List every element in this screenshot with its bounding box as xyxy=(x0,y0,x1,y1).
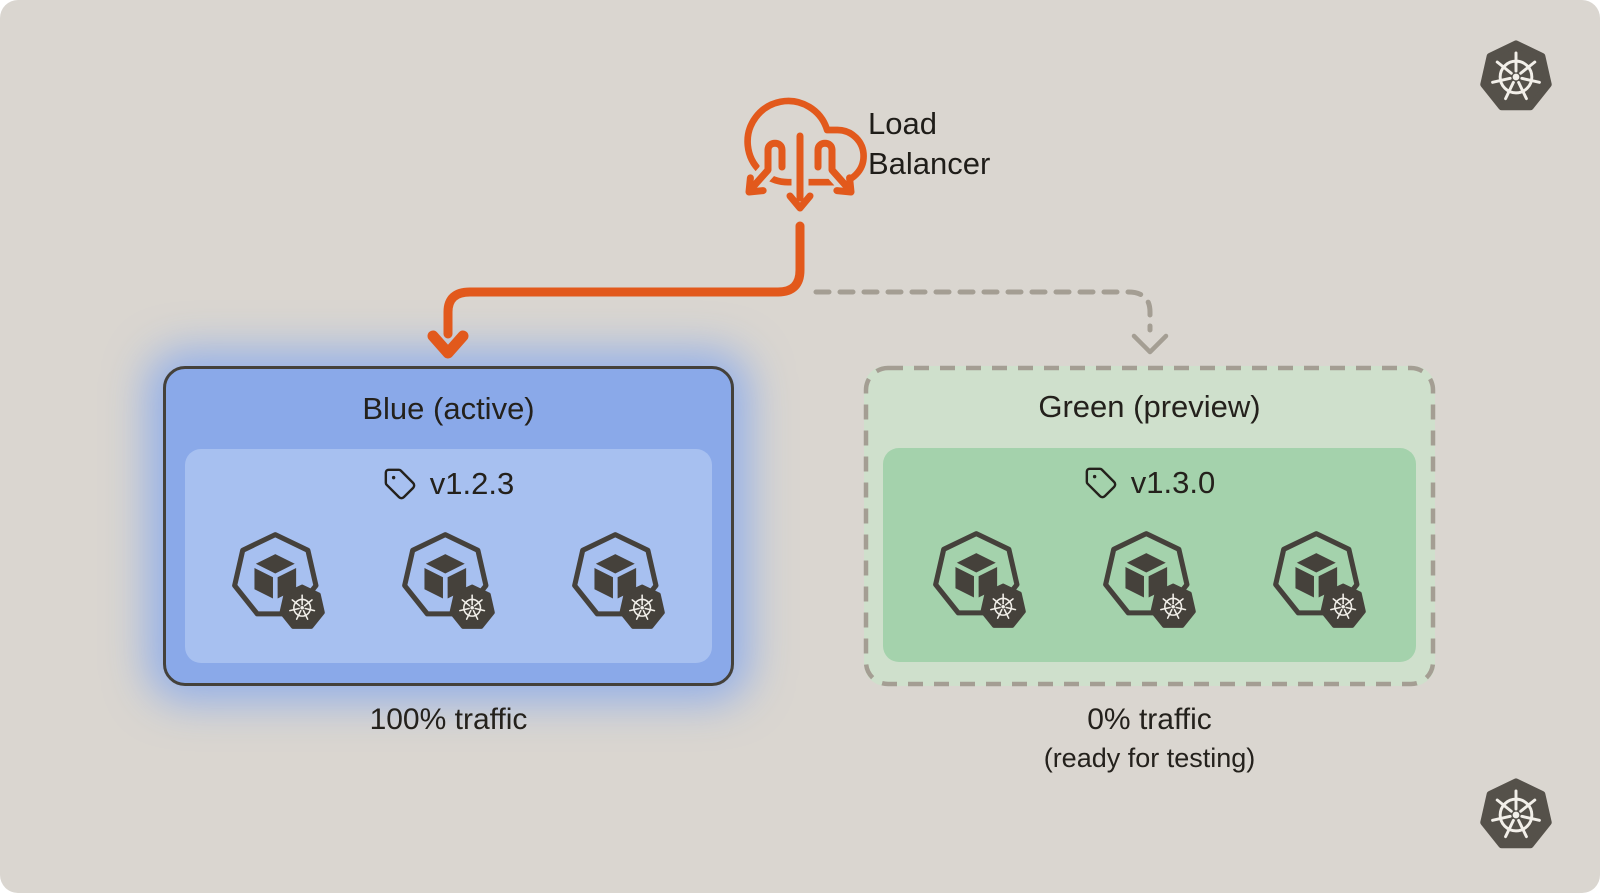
green-pod-row xyxy=(883,527,1416,631)
kubernetes-wheel-icon xyxy=(1478,777,1554,853)
green-environment-title: Green (preview) xyxy=(1038,389,1261,424)
blue-pods-panel: v1.2.3 xyxy=(185,449,712,663)
green-environment-box: Green (preview) v1.3.0 xyxy=(864,366,1435,686)
load-balancer-cloud-icon xyxy=(744,97,867,212)
blue-version-label: v1.2.3 xyxy=(429,466,515,501)
green-traffic-label: 0% traffic xyxy=(1087,703,1212,736)
arrow-to-green xyxy=(813,289,1169,355)
kubernetes-pod-icon xyxy=(930,527,1030,631)
kubernetes-pod-icon xyxy=(1100,527,1200,631)
kubernetes-pod-icon xyxy=(569,528,669,632)
kubernetes-pod-icon xyxy=(1270,527,1370,631)
load-balancer-label: Load Balancer xyxy=(868,106,991,181)
green-traffic-note: (ready for testing) xyxy=(1043,743,1256,773)
arrow-to-blue xyxy=(427,221,805,359)
blue-environment-box: Blue (active) v1.2.3 xyxy=(163,366,734,686)
blue-environment-title: Blue (active) xyxy=(362,391,535,426)
kubernetes-pod-icon xyxy=(229,528,329,632)
tag-icon xyxy=(384,468,416,500)
blue-pod-row xyxy=(185,528,712,632)
kubernetes-pod-icon xyxy=(399,528,499,632)
blue-version-row: v1.2.3 xyxy=(185,449,712,502)
tag-icon xyxy=(1085,467,1117,499)
kubernetes-wheel-icon xyxy=(1478,39,1554,115)
green-version-row: v1.3.0 xyxy=(883,448,1416,501)
green-version-label: v1.3.0 xyxy=(1130,465,1216,500)
green-pods-panel: v1.3.0 xyxy=(883,448,1416,662)
blue-traffic-label: 100% traffic xyxy=(369,703,528,736)
